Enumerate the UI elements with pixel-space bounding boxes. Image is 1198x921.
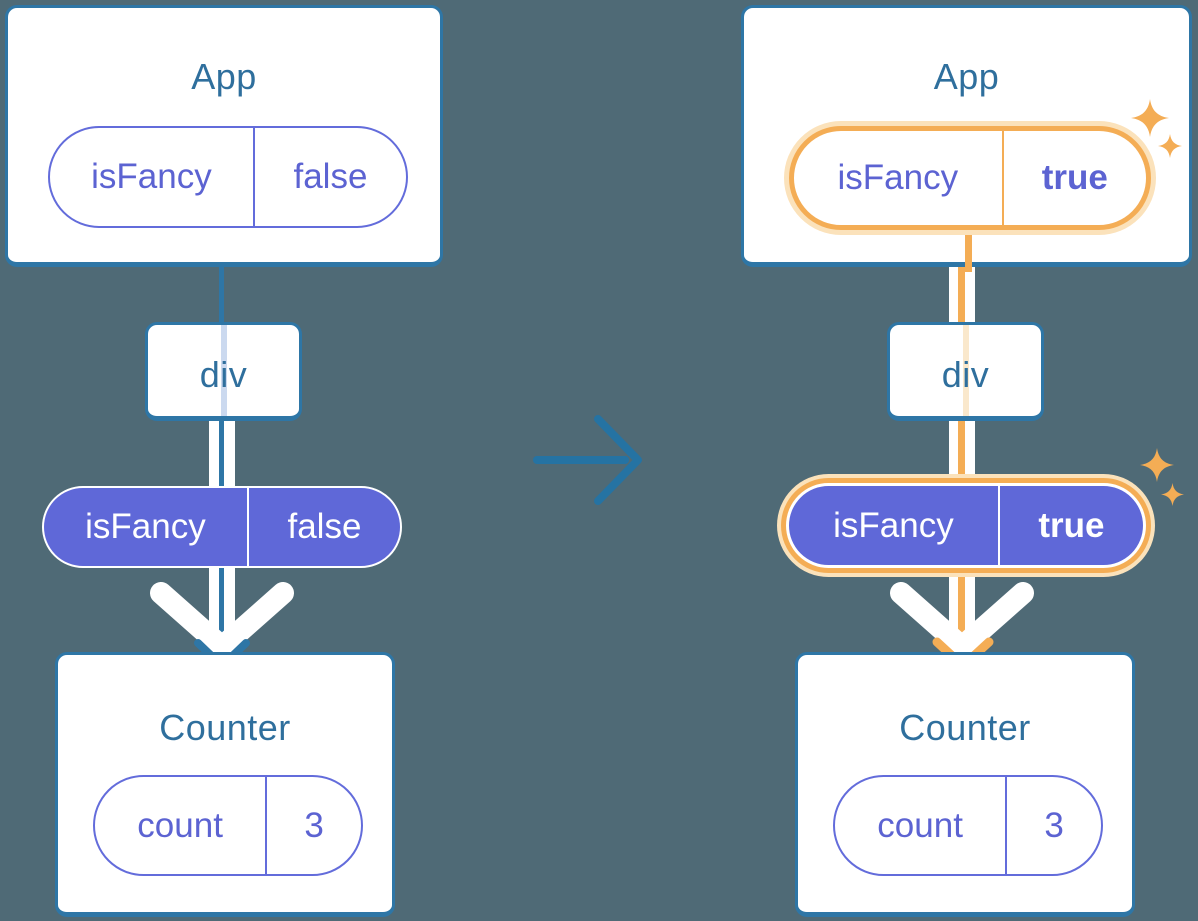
pill-divider [252,128,255,226]
pass-through-line [220,325,227,416]
tree-before: App isFancy false div isFancy false Coun… [0,0,460,921]
app-component-card: App isFancy true [741,5,1192,272]
sparkle-icon [1158,134,1182,158]
state-pill: isFancy false [48,126,408,228]
pill-divider [1001,131,1004,225]
edge-pill-to-counter [958,575,965,652]
edge-app-to-div [958,265,965,324]
pill-divider [265,777,268,874]
counter-component-card: Counter count 3 [795,652,1135,917]
passed-prop-pill: isFancy false [42,486,402,568]
state-value: true [1041,158,1108,197]
component-title: div [941,354,990,395]
edge-pill-to-counter [219,566,224,652]
edge-app-to-div [219,265,224,324]
state-value: 3 [1044,805,1064,845]
state-label: count [877,805,963,845]
pill-divider [1005,777,1008,874]
state-value: false [293,157,368,196]
sparkle-icon [1131,99,1169,137]
prop-flow-chevron-icon [890,582,1034,658]
prop-label: isFancy [833,505,954,545]
prop-label: isFancy [85,507,206,546]
transition-arrow-icon [533,415,642,505]
pass-through-line [962,325,969,416]
component-title: App [191,56,257,97]
state-value: 3 [304,805,324,845]
sparkle-icon [1140,448,1174,482]
component-title: App [933,56,1000,97]
component-title: div [199,354,248,395]
component-title: Counter [899,707,1031,748]
prop-flow-chevron-icon [150,582,294,658]
counter-component-card: Counter count 3 [55,652,395,917]
state-pill: count 3 [93,775,363,876]
prop-value: true [1038,505,1105,545]
component-title: Counter [159,707,291,748]
pill-divider [246,488,249,566]
state-label: count [137,805,223,845]
state-label: isFancy [91,157,212,196]
state-pill: count 3 [833,775,1103,876]
state-label: isFancy [837,158,959,197]
prop-value: false [287,507,362,546]
edge-div-to-pill [219,419,224,488]
sparkle-icon [1161,483,1184,506]
div-component-card: div [887,322,1044,421]
passed-prop-pill-highlighted: isFancy true [786,483,1146,568]
app-component-card: App isFancy false [5,5,443,267]
state-pill-highlighted: isFancy true [789,126,1151,230]
tree-after: App isFancy true div isFancy true [738,0,1198,921]
div-component-card: div [145,322,302,421]
edge-div-to-pill [958,419,965,485]
edge-pill-to-card-bottom [965,233,972,272]
pill-divider [997,486,1000,565]
